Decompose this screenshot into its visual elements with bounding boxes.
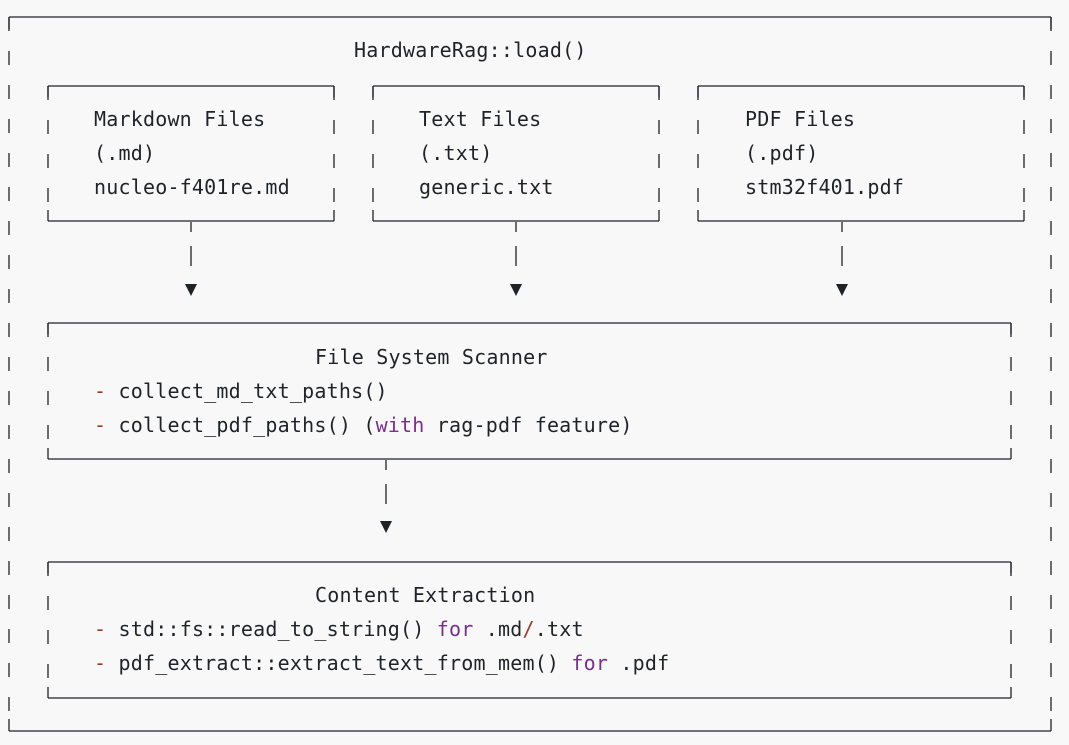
markdown-box-title: Markdown Files xyxy=(94,107,266,131)
extraction-box-title: Content Extraction xyxy=(315,583,536,607)
markdown-box-ext: (.md) xyxy=(94,141,156,165)
scanner-line-2: - collect_pdf_paths() (with rag-pdf feat… xyxy=(94,413,633,437)
extraction-box-border xyxy=(47,561,1012,699)
path-separator: / xyxy=(522,617,535,641)
pdf-box-file: stm32f401.pdf xyxy=(745,175,905,199)
pdf-box-title: PDF Files xyxy=(745,107,856,131)
arrow-text-to-scanner xyxy=(510,222,522,296)
extraction-line-1-post: .txt xyxy=(534,617,584,641)
keyword-for: for xyxy=(571,651,609,675)
diagram-title: HardwareRag::load() xyxy=(354,38,587,62)
bullet-dash: - xyxy=(94,413,107,437)
outer-frame xyxy=(8,16,1052,732)
arrow-pdf-to-scanner xyxy=(836,222,848,296)
keyword-for: for xyxy=(436,617,474,641)
scanner-line-1-text: collect_md_txt_paths() xyxy=(118,379,388,403)
scanner-box-title: File System Scanner xyxy=(315,345,548,369)
extraction-line-2: - pdf_extract::extract_text_from_mem() f… xyxy=(94,651,669,675)
extraction-line-1: - std::fs::read_to_string() for .md/.txt xyxy=(94,617,584,641)
arrow-scanner-to-extraction xyxy=(380,460,392,533)
arrow-markdown-to-scanner xyxy=(185,222,197,296)
text-box-title: Text Files xyxy=(419,107,542,131)
pdf-box-ext: (.pdf) xyxy=(745,141,819,165)
pdf-box-border xyxy=(697,85,1025,222)
text-box-file: generic.txt xyxy=(419,175,554,199)
extraction-line-2-post: .pdf xyxy=(608,651,670,675)
text-box-border xyxy=(372,85,660,222)
text-box-ext: (.txt) xyxy=(419,141,493,165)
scanner-box-border xyxy=(47,322,1012,460)
extraction-line-1-mid: .md xyxy=(473,617,523,641)
bullet-dash: - xyxy=(94,617,107,641)
scanner-line-1: - collect_md_txt_paths() xyxy=(94,379,388,403)
bullet-dash: - xyxy=(94,651,107,675)
markdown-box-file: nucleo-f401re.md xyxy=(94,175,290,199)
bullet-dash: - xyxy=(94,379,107,403)
scanner-line-2-post: rag-pdf feature) xyxy=(424,413,633,437)
extraction-line-2-pre: pdf_extract::extract_text_from_mem() xyxy=(118,651,572,675)
markdown-box-border xyxy=(47,85,335,222)
extraction-line-1-pre: std::fs::read_to_string() xyxy=(118,617,437,641)
keyword-with: with xyxy=(375,413,425,437)
scanner-line-2-pre: collect_pdf_paths() ( xyxy=(118,413,376,437)
